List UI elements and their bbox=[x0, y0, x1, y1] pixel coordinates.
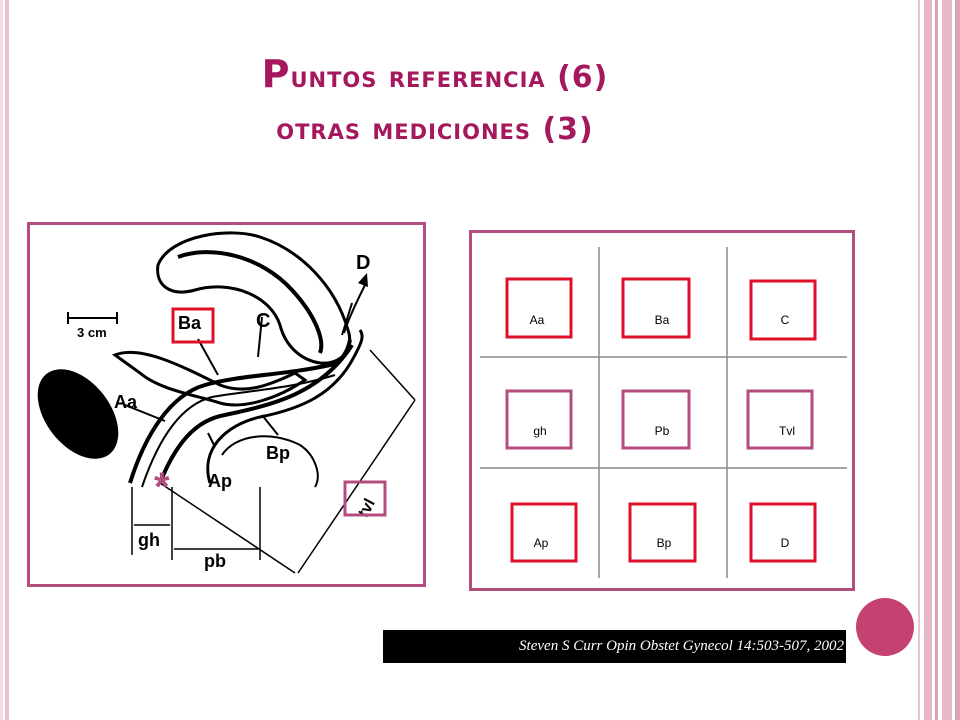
grid-cell-Ap: Ap bbox=[534, 536, 549, 550]
grid-cell-D: D bbox=[781, 536, 790, 550]
rectum-shape bbox=[206, 329, 364, 484]
slide-title: Puntos referencia (6) otras mediciones (… bbox=[90, 48, 780, 156]
grid-cell-box-C bbox=[749, 279, 817, 341]
grid-cell-Bp: Bp bbox=[657, 536, 672, 550]
title-initial: P bbox=[261, 52, 291, 96]
asterisk-marker: * bbox=[154, 465, 170, 509]
uterus-shape bbox=[156, 231, 352, 365]
grid-cell-Pb: Pb bbox=[655, 424, 670, 438]
label-Aa: Aa bbox=[114, 392, 138, 412]
posterior-vaginal-wall bbox=[158, 343, 354, 484]
grid-cell-box-Ap bbox=[510, 502, 578, 563]
decorative-circle bbox=[856, 598, 914, 656]
grid-cell-box-Tvl bbox=[746, 389, 814, 450]
grid-cell-Ba: Ba bbox=[655, 313, 670, 327]
label-D: D bbox=[356, 252, 370, 274]
title-line-2: otras mediciones (3) bbox=[276, 112, 594, 147]
anatomy-diagram: D Ba C 3 cm Aa Bp Ap tvl gh pb * bbox=[37, 231, 416, 574]
highlight-box-tvl bbox=[343, 480, 387, 517]
label-Bp: Bp bbox=[266, 443, 290, 463]
label-pb: pb bbox=[204, 551, 226, 571]
label-gh: gh bbox=[138, 530, 160, 550]
title-line-1: Puntos referencia (6) bbox=[90, 48, 780, 104]
grid-cell-box-D bbox=[749, 502, 817, 563]
grid-cell-box-Bp bbox=[628, 502, 697, 563]
grid-cell-box-Aa bbox=[505, 277, 573, 339]
grid-cell-box-gh bbox=[505, 389, 573, 450]
highlight-box-Ba bbox=[171, 307, 215, 344]
grid-cell-gh: gh bbox=[533, 424, 546, 438]
label-scale: 3 cm bbox=[77, 325, 107, 340]
scale-bar bbox=[67, 312, 118, 324]
citation-caption: Steven S Curr Opin Obstet Gynecol 14:503… bbox=[383, 630, 846, 663]
label-tvl: tvl bbox=[355, 496, 379, 520]
label-C: C bbox=[256, 310, 270, 332]
pubic-bone-shape bbox=[37, 369, 119, 459]
grid-cell-Tvl: Tvl bbox=[779, 424, 795, 438]
grid-cell-C: C bbox=[781, 313, 790, 327]
anatomy-diagram-panel: D Ba C 3 cm Aa Bp Ap tvl gh pb * bbox=[27, 222, 426, 587]
label-Ap: Ap bbox=[208, 471, 232, 491]
bladder-shape bbox=[111, 350, 308, 407]
grid-cell-box-Ba bbox=[621, 277, 691, 339]
label-Ba: Ba bbox=[178, 313, 202, 333]
right-decorative-border bbox=[918, 0, 960, 720]
left-decorative-border bbox=[0, 0, 10, 720]
measurement-grid-panel: Aa Ba C gh Pb Tvl Ap Bp D bbox=[469, 230, 855, 591]
grid-cell-Aa: Aa bbox=[530, 313, 545, 327]
grid-cell-box-Pb bbox=[621, 389, 691, 450]
measurement-grid: Aa Ba C gh Pb Tvl Ap Bp D bbox=[480, 247, 847, 578]
title-line-1-text: untos referencia (6) bbox=[290, 60, 609, 95]
